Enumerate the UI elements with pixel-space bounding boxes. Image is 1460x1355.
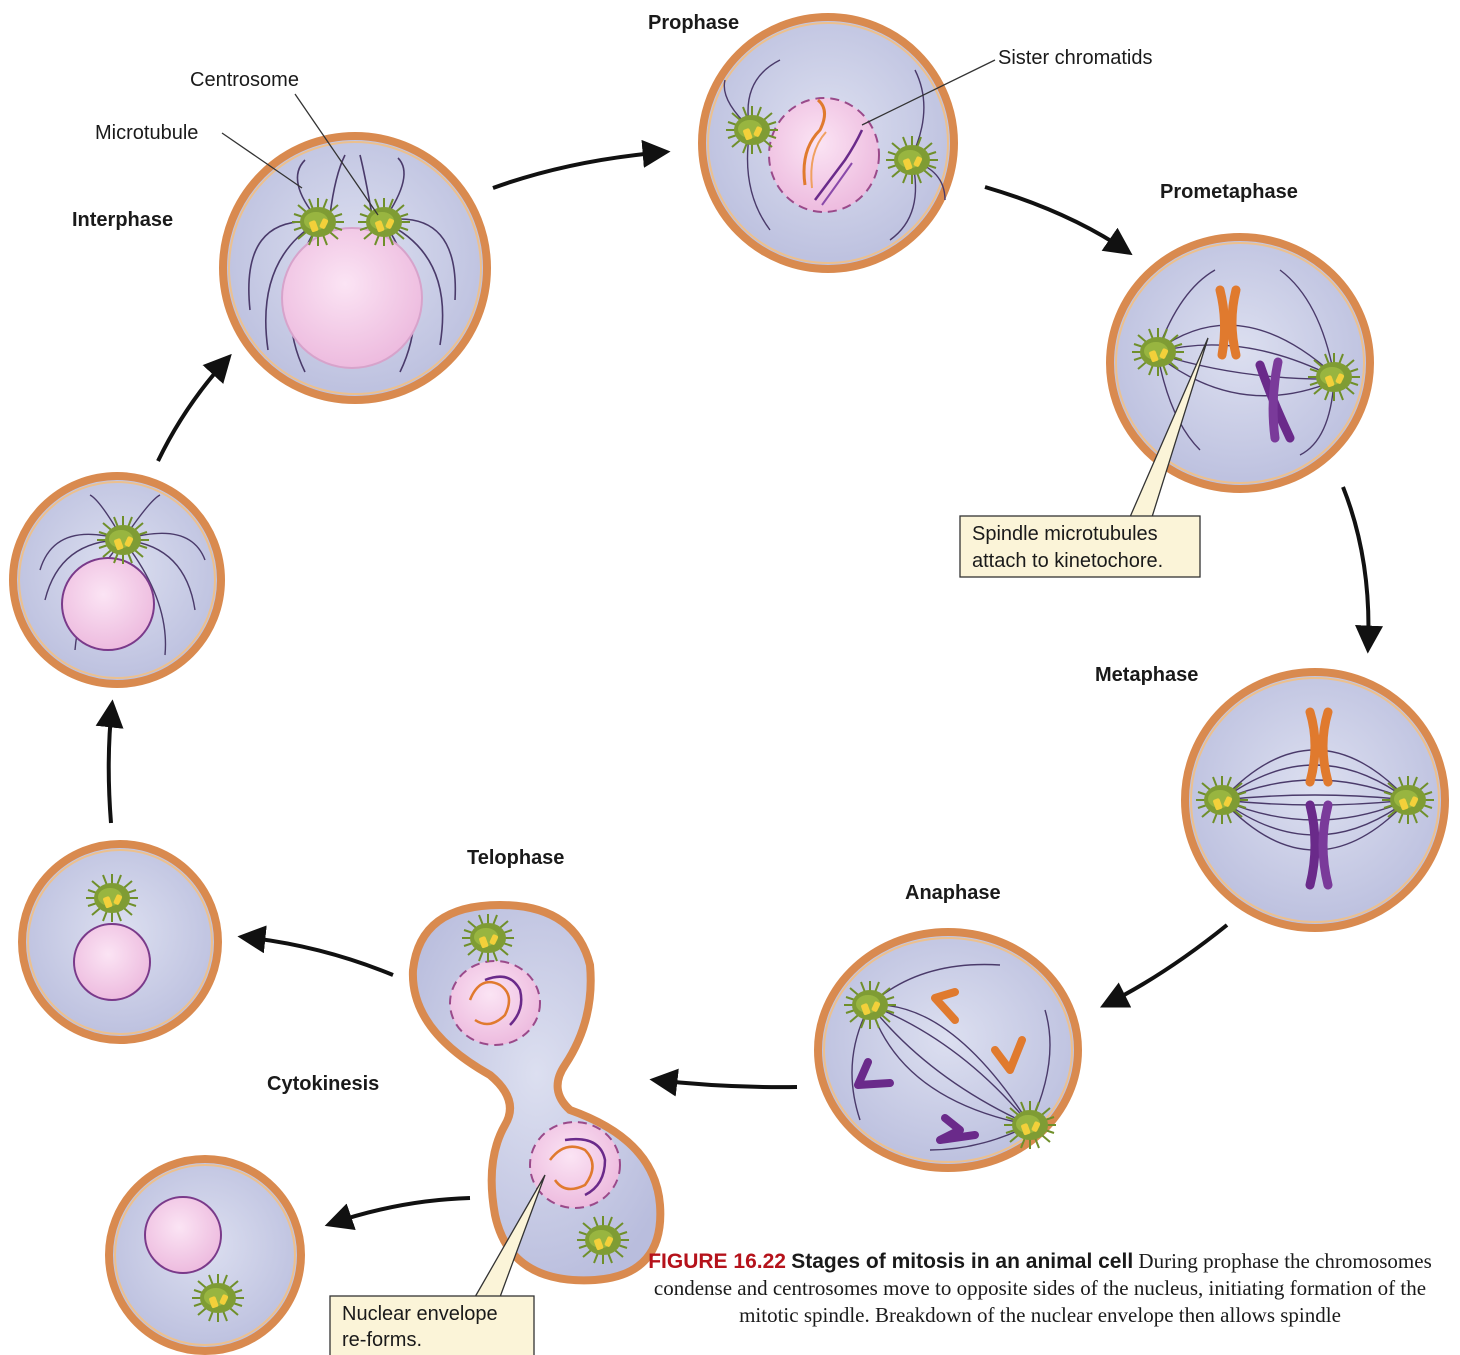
prophase-cell: [702, 17, 954, 269]
arrow-telophase-to-cell-top: [243, 937, 393, 975]
arrow-metaphase-to-anaphase: [1105, 925, 1227, 1005]
figure-number: FIGURE 16.22: [648, 1250, 786, 1273]
daughter-cell-bottom: [109, 1159, 301, 1351]
callout-kinetochore-line1: Spindle microtubules: [972, 523, 1158, 545]
interphase-nucleus: [282, 228, 422, 368]
callout-kinetochore-line2: attach to kinetochore.: [972, 550, 1163, 572]
figure-caption: FIGURE 16.22 Stages of mitosis in an ani…: [640, 1248, 1440, 1329]
label-anaphase: Anaphase: [905, 882, 1001, 904]
prometaphase-cell: [1110, 237, 1370, 489]
arrow-prometaphase-to-metaphase: [1343, 487, 1368, 648]
label-prophase: Prophase: [648, 12, 739, 34]
arrow-left-to-interphase: [158, 358, 228, 461]
callout-nuclear-envelope-line2: re-forms.: [342, 1329, 422, 1351]
metaphase-cell: [1185, 672, 1445, 928]
arrow-anaphase-to-telophase: [655, 1080, 797, 1087]
arrow-prophase-to-prometaphase: [985, 187, 1128, 252]
daughter-cell-top: [22, 844, 218, 1040]
label-metaphase: Metaphase: [1095, 664, 1198, 686]
label-interphase: Interphase: [72, 209, 173, 231]
callout-nuclear-envelope-line1: Nuclear envelope: [342, 1303, 498, 1325]
interphase-cell: [223, 136, 487, 400]
arrow-bottom-left-up: [109, 705, 112, 823]
arrow-telophase-to-cell-bottom: [330, 1198, 470, 1224]
label-telophase: Telophase: [467, 847, 564, 869]
anaphase-cell: [818, 932, 1078, 1168]
left-cell: [13, 476, 221, 684]
label-prometaphase: Prometaphase: [1160, 181, 1298, 203]
figure-title: Stages of mitosis in an animal cell: [791, 1250, 1133, 1273]
arrow-interphase-to-prophase: [493, 152, 665, 188]
telophase-nucleus-upper: [450, 961, 540, 1045]
telophase-nucleus-lower: [530, 1122, 620, 1208]
label-centrosome: Centrosome: [190, 69, 299, 91]
label-sister-chromatids: Sister chromatids: [998, 47, 1153, 69]
label-cytokinesis: Cytokinesis: [267, 1073, 379, 1095]
label-microtubule: Microtubule: [95, 122, 198, 144]
telophase-cell: [413, 905, 660, 1280]
